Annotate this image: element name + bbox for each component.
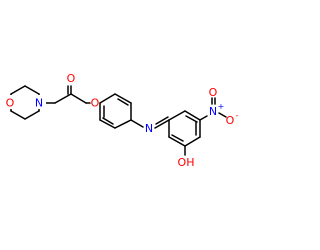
imine-linker [130, 116, 170, 129]
bond [168, 136, 186, 147]
bond [114, 119, 132, 129]
bond [184, 110, 201, 121]
bond [199, 115, 208, 121]
bond [10, 110, 26, 120]
bond [10, 85, 26, 95]
nitro-positive-charge: + [218, 102, 225, 111]
bond [54, 93, 72, 104]
phenylene-ring [99, 93, 132, 129]
bond [114, 93, 132, 104]
nitro-negative-charge: - [236, 111, 239, 120]
substituent-bonds [184, 97, 227, 156]
bond [24, 85, 40, 95]
bond [70, 93, 87, 104]
aromatic-inner-bond [185, 115, 198, 123]
hydroxyl-label: OH [178, 156, 195, 169]
ether-oxygen-label: O [91, 97, 100, 110]
phenol-ring [168, 110, 201, 147]
carbonyl-oxygen-label: O [67, 72, 76, 85]
morpholine-oxygen-label: O [6, 97, 15, 110]
bond [24, 110, 40, 120]
atom-labels: O N O O N N + O O - OH [3, 72, 239, 169]
bond [99, 93, 116, 104]
bond [168, 110, 186, 121]
bond [184, 136, 201, 147]
label-background [32, 95, 46, 109]
imine-nitrogen-label: N [145, 122, 153, 135]
molecule-structure-diagram: O N O O N N + O O - OH [3, 72, 239, 169]
nitro-double-oxygen-label: O [209, 86, 218, 99]
aromatic-inner-bond [117, 98, 129, 106]
aromatic-inner-bond [171, 134, 184, 142]
bond [130, 119, 144, 128]
bond [99, 119, 116, 129]
morpholine-nitrogen-label: N [35, 97, 43, 110]
nitro-nitrogen-label: N [209, 105, 217, 118]
label-background [3, 95, 17, 109]
amide-linker [38, 85, 91, 104]
aromatic-inner-bond [102, 117, 114, 125]
bond [154, 119, 170, 129]
bond [218, 112, 227, 118]
imine-double-bond [155, 116, 169, 125]
nitro-single-oxygen-label: O [226, 114, 235, 127]
